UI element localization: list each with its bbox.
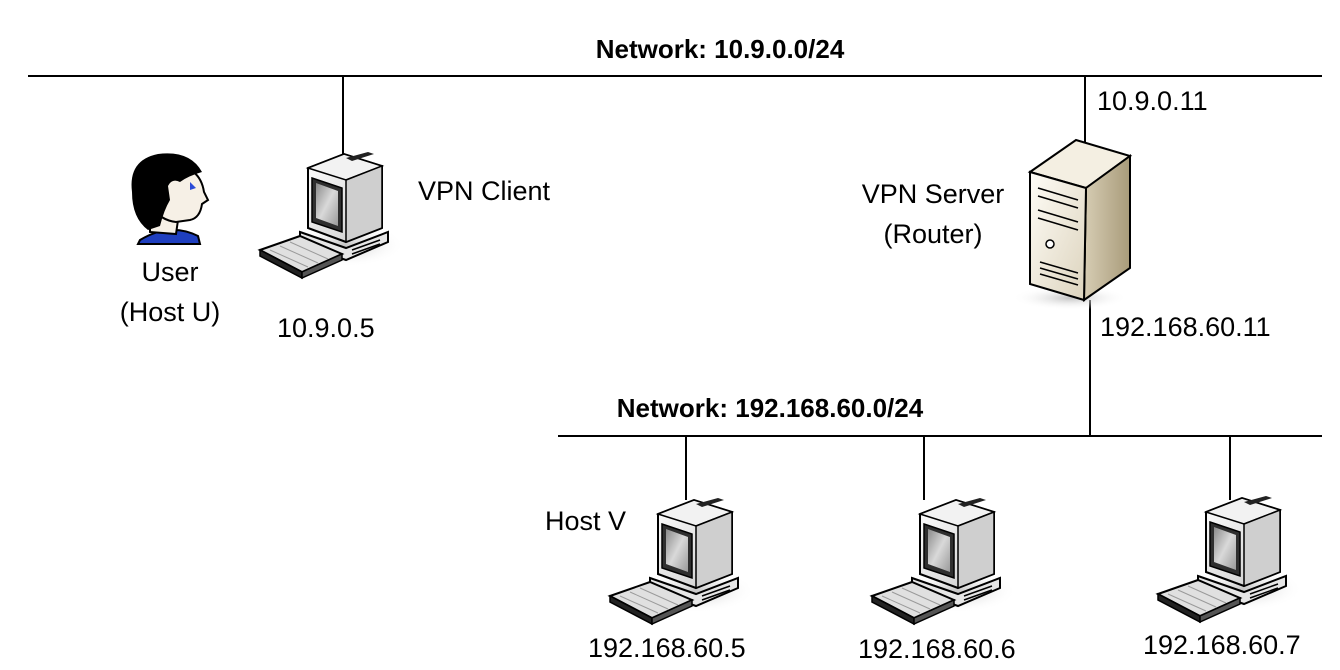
network-label-top: Network: 10.9.0.0/24 [596,34,845,64]
host-2-computer-icon [871,497,1018,625]
vpn-client-ip: 10.9.0.5 [277,313,375,343]
vpn-client-computer-icon [259,151,406,279]
host-1-ip: 192.168.60.5 [588,633,746,663]
user-host-label: (Host U) [120,297,221,327]
vpn-server-label: VPN Server [862,179,1005,209]
host-v-label: Host V [545,506,626,536]
vpn-server-ip-bottom: 192.168.60.11 [1100,312,1271,342]
host-3-ip: 192.168.60.7 [1143,630,1301,660]
user-label: User [141,257,198,287]
host-2-ip: 192.168.60.6 [858,634,1016,664]
vpn-server-icon [1012,138,1133,310]
vpn-server-router-label: (Router) [883,219,982,249]
host-v-computer-icon [609,497,756,625]
vpn-client-label: VPN Client [418,176,551,206]
network-label-bottom: Network: 192.168.60.0/24 [617,393,924,423]
user-icon [131,153,210,245]
host-3-computer-icon [1157,495,1304,623]
vpn-server-ip-top: 10.9.0.11 [1097,86,1208,116]
